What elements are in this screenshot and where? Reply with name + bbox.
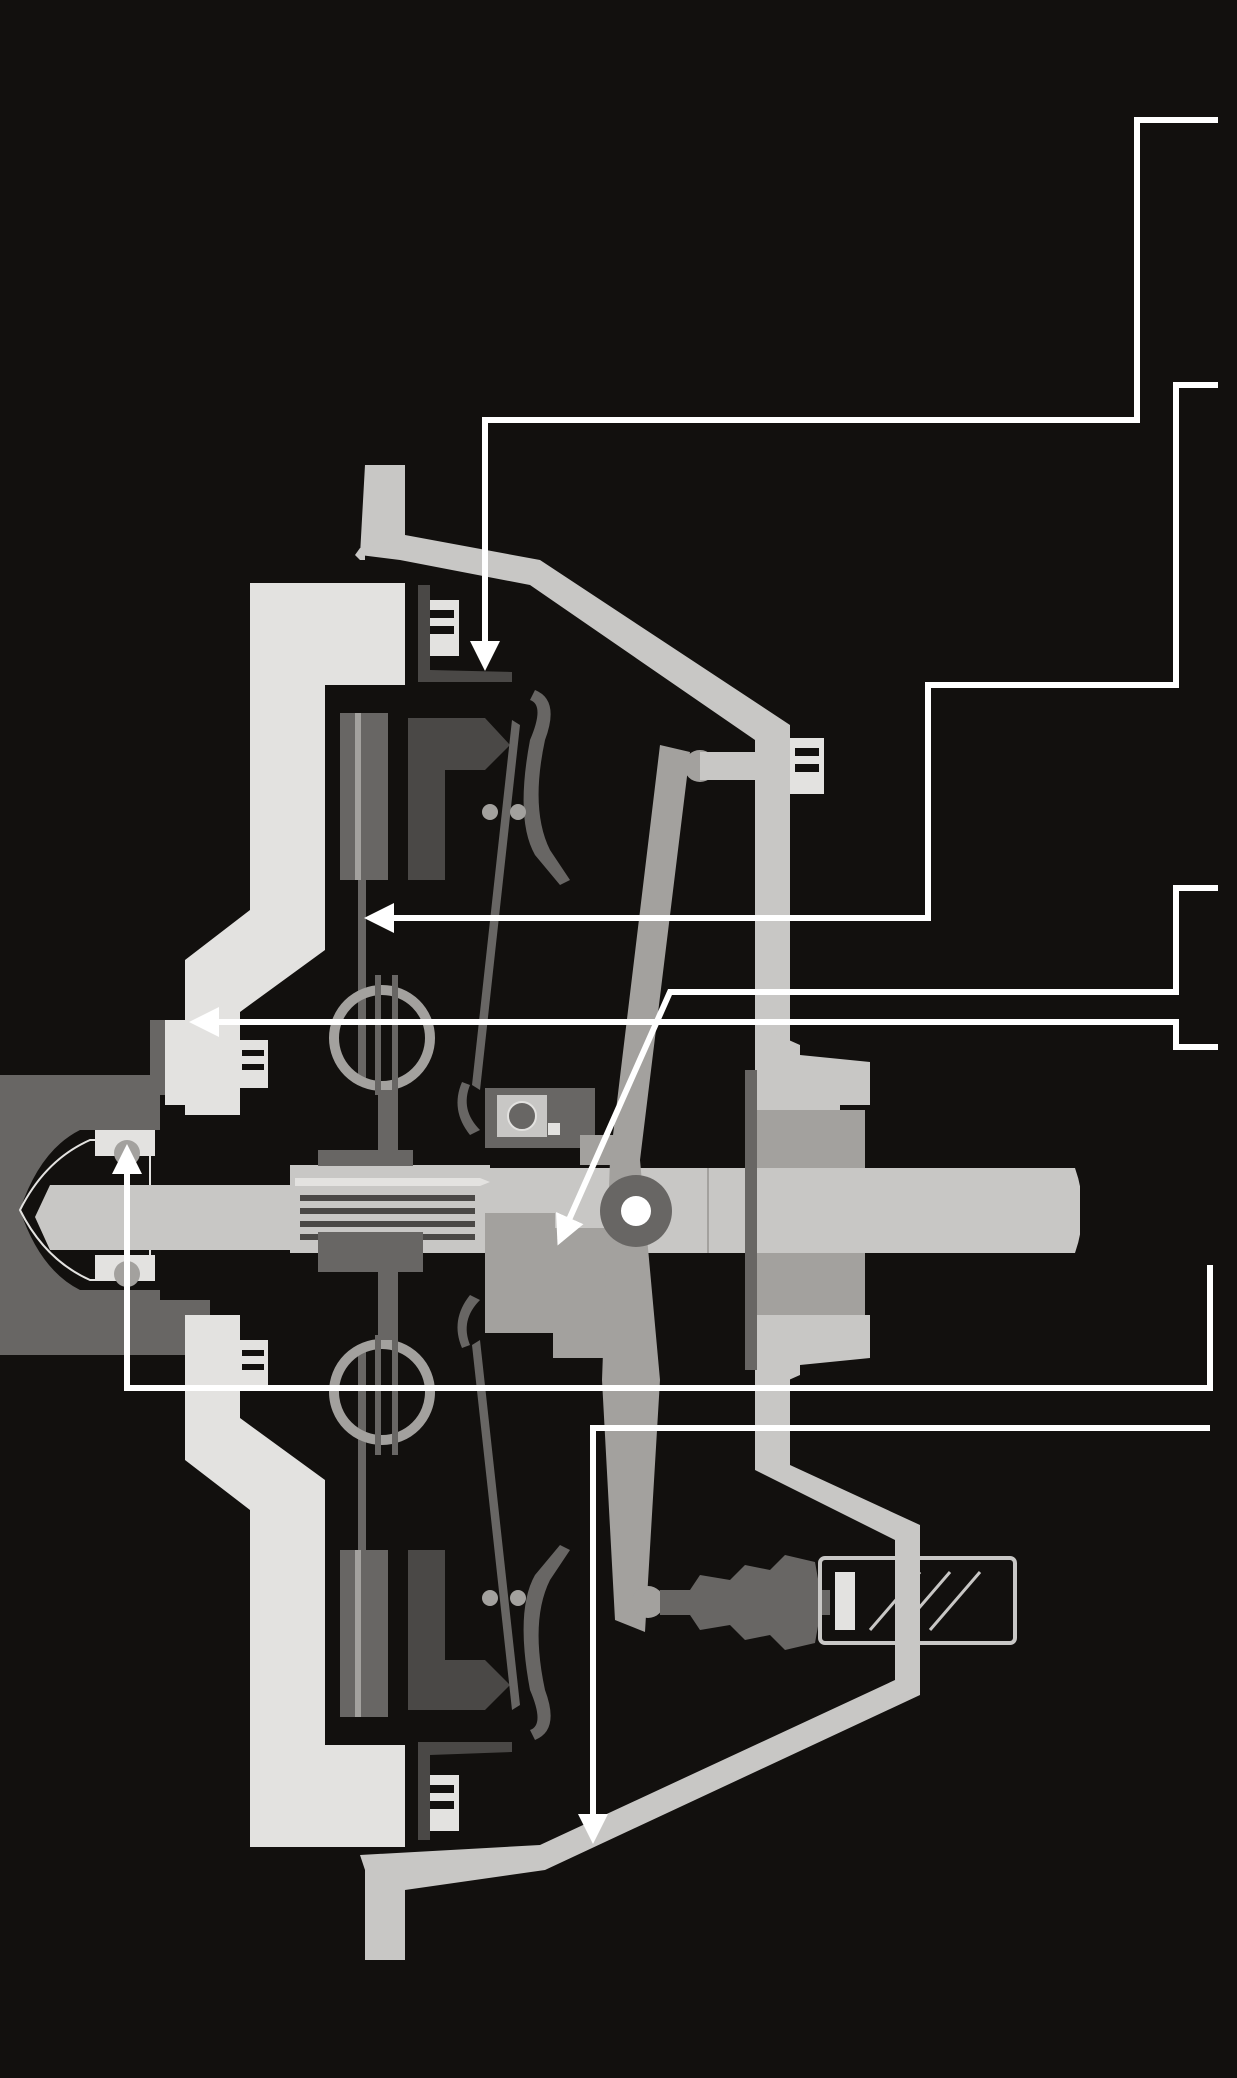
diaphragm-spring <box>457 690 570 1740</box>
clutch-cover <box>355 465 920 1960</box>
pressure-plate-housing <box>418 585 512 1840</box>
pressure-plate <box>408 718 510 1710</box>
flywheel <box>165 583 405 1847</box>
flywheel-bolts <box>238 1040 268 1388</box>
callout-flywheel <box>189 1007 1218 1050</box>
callout-clutch-cover <box>578 1425 1210 1844</box>
bearing-retainer <box>745 1025 870 1395</box>
clutch-hub <box>318 1150 423 1272</box>
clutch-disc <box>329 713 435 1717</box>
release-fork <box>600 745 755 1632</box>
callout-lines <box>112 117 1218 1844</box>
callout-pressure-plate-housing <box>470 117 1218 671</box>
callout-clutch-disc <box>364 382 1218 933</box>
callout-pilot-bearing <box>112 1144 1213 1391</box>
slave-cylinder <box>660 1555 1017 1650</box>
callout-release-fork <box>556 885 1218 1246</box>
cover-bolts <box>425 600 824 1831</box>
